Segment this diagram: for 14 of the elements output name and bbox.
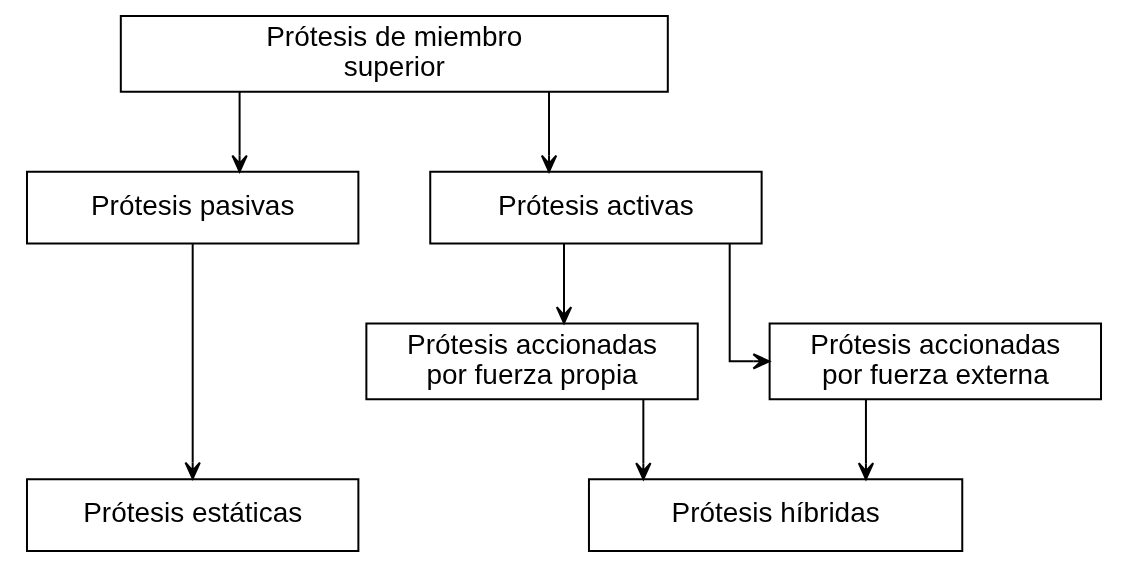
node-box: Prótesis pasivas bbox=[26, 170, 360, 245]
node-box: Prótesis estáticas bbox=[26, 478, 360, 552]
node-box: Prótesis accionadas por fuerza propia bbox=[365, 322, 699, 401]
arrow bbox=[555, 243, 573, 325]
node-box: Prótesis de miembro superior bbox=[119, 15, 669, 93]
arrow bbox=[184, 243, 201, 480]
arrow bbox=[540, 90, 558, 173]
arrow bbox=[635, 398, 652, 481]
node-box: Prótesis activas bbox=[429, 170, 763, 245]
node-box: Prótesis accionadas por fuerza externa bbox=[768, 322, 1102, 401]
node-box: Prótesis híbridas bbox=[587, 478, 964, 552]
arrow bbox=[857, 398, 875, 481]
arrow bbox=[231, 90, 248, 173]
arrow bbox=[728, 243, 771, 370]
